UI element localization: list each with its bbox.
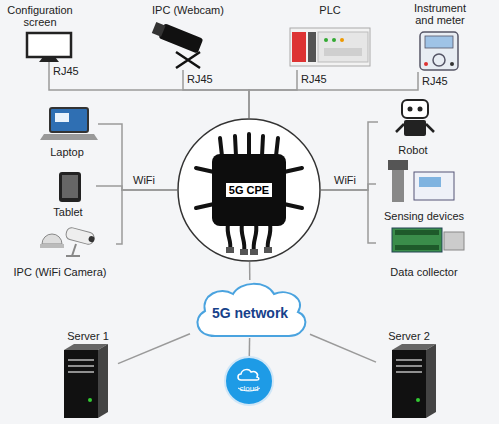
- connector-line: [49, 62, 249, 118]
- node-label: Robot: [398, 144, 427, 156]
- node-label: Tablet: [53, 206, 82, 218]
- node-label: Server 2: [388, 330, 430, 342]
- wifi-camera-icon: [40, 227, 96, 256]
- meter-icon: [420, 32, 458, 70]
- node-label: Data collector: [390, 266, 457, 278]
- edge-label: RJ45: [186, 73, 214, 85]
- tablet-icon: [59, 172, 81, 202]
- disc-outline: [224, 356, 274, 406]
- edge-label: RJ45: [421, 75, 449, 87]
- edge-label: WiFi: [333, 174, 357, 186]
- edge-label: RJ45: [52, 65, 80, 77]
- plc-icon: [290, 28, 370, 66]
- camera-device: IPC (WiFi Camera): [4, 226, 116, 278]
- screen-device: Configuration screen: [2, 4, 78, 62]
- sensor-icon: [388, 160, 454, 202]
- node-label: IPC (Webcam): [152, 4, 224, 16]
- monitor-icon: [27, 33, 71, 62]
- robot-device: Robot: [378, 100, 448, 156]
- server-icon: [64, 344, 108, 418]
- webcam-icon: [151, 20, 203, 68]
- cpe-circle: 5G CPE: [177, 118, 321, 262]
- server-device: Server 2: [376, 330, 442, 422]
- node-label: IPC (WiFi Camera): [14, 266, 107, 278]
- data-collector-icon: [392, 228, 464, 252]
- connector-line: [183, 70, 249, 118]
- cloud-disc: cloud: [224, 356, 274, 406]
- connector-line: [321, 190, 376, 243]
- cpe-device-illustration: [177, 118, 321, 262]
- connector-line: [98, 124, 177, 190]
- robot-icon: [396, 100, 434, 136]
- plc-device: PLC: [286, 4, 374, 70]
- network-cloud: 5G network: [190, 280, 310, 338]
- webcam-device: IPC (Webcam): [146, 4, 230, 70]
- connector-line: [249, 70, 297, 118]
- collector-device: Data collector: [376, 226, 472, 278]
- connector-line: [118, 334, 190, 364]
- node-label: Configuration screen: [2, 4, 78, 28]
- node-label: Sensing devices: [384, 210, 464, 222]
- connector-line: [249, 262, 251, 280]
- server-icon: [392, 344, 436, 418]
- connector-line: [249, 72, 418, 118]
- edge-label: WiFi: [132, 174, 156, 186]
- node-label: Instrument and meter: [404, 2, 476, 26]
- node-label: 5G CPE: [226, 183, 272, 197]
- node-label: Laptop: [50, 146, 84, 158]
- tablet-device: Tablet: [40, 170, 96, 218]
- node-label: cloud: [239, 384, 258, 393]
- connector-line: [249, 338, 251, 356]
- sensor-device: Sensing devices: [376, 160, 472, 222]
- server-device: Server 1: [58, 330, 118, 422]
- meter-device: Instrument and meter: [404, 2, 476, 72]
- edge-label: RJ45: [300, 73, 328, 85]
- laptop-device: Laptop: [36, 106, 98, 158]
- connector-line: [310, 334, 376, 362]
- connector-line: [321, 122, 378, 190]
- laptop-icon: [40, 108, 98, 140]
- node-label: 5G network: [212, 305, 288, 321]
- node-label: Server 1: [67, 330, 109, 342]
- connector-line: [116, 190, 177, 244]
- node-label: PLC: [319, 4, 340, 16]
